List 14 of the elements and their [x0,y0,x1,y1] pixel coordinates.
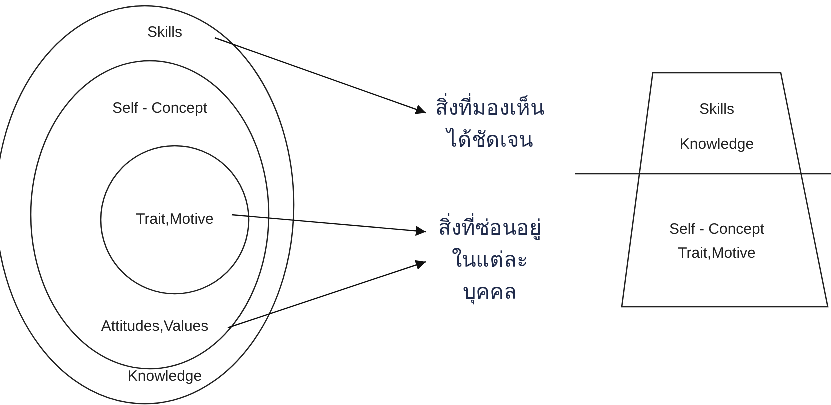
arrow [214,37,426,114]
annotation-text: สิ่งที่มองเห็นได้ชัดเจน [430,92,550,156]
arrow [228,260,426,329]
layer-label: Self - Concept [669,221,765,238]
annotation-text: สิ่งที่ซ่อนอยู่ในแต่ละบุคคล [430,212,550,308]
layer-label: Attitudes,Values [101,318,209,335]
layer-label: Trait,Motive [678,245,756,262]
arrow [232,214,426,236]
layer-label: Knowledge [128,368,202,385]
layer-label: Knowledge [680,136,754,153]
layer-label: Trait,Motive [136,211,214,228]
layer-label: Self - Concept [112,100,208,117]
layer-label: Skills [148,24,182,41]
layer-label: Skills [700,101,734,118]
